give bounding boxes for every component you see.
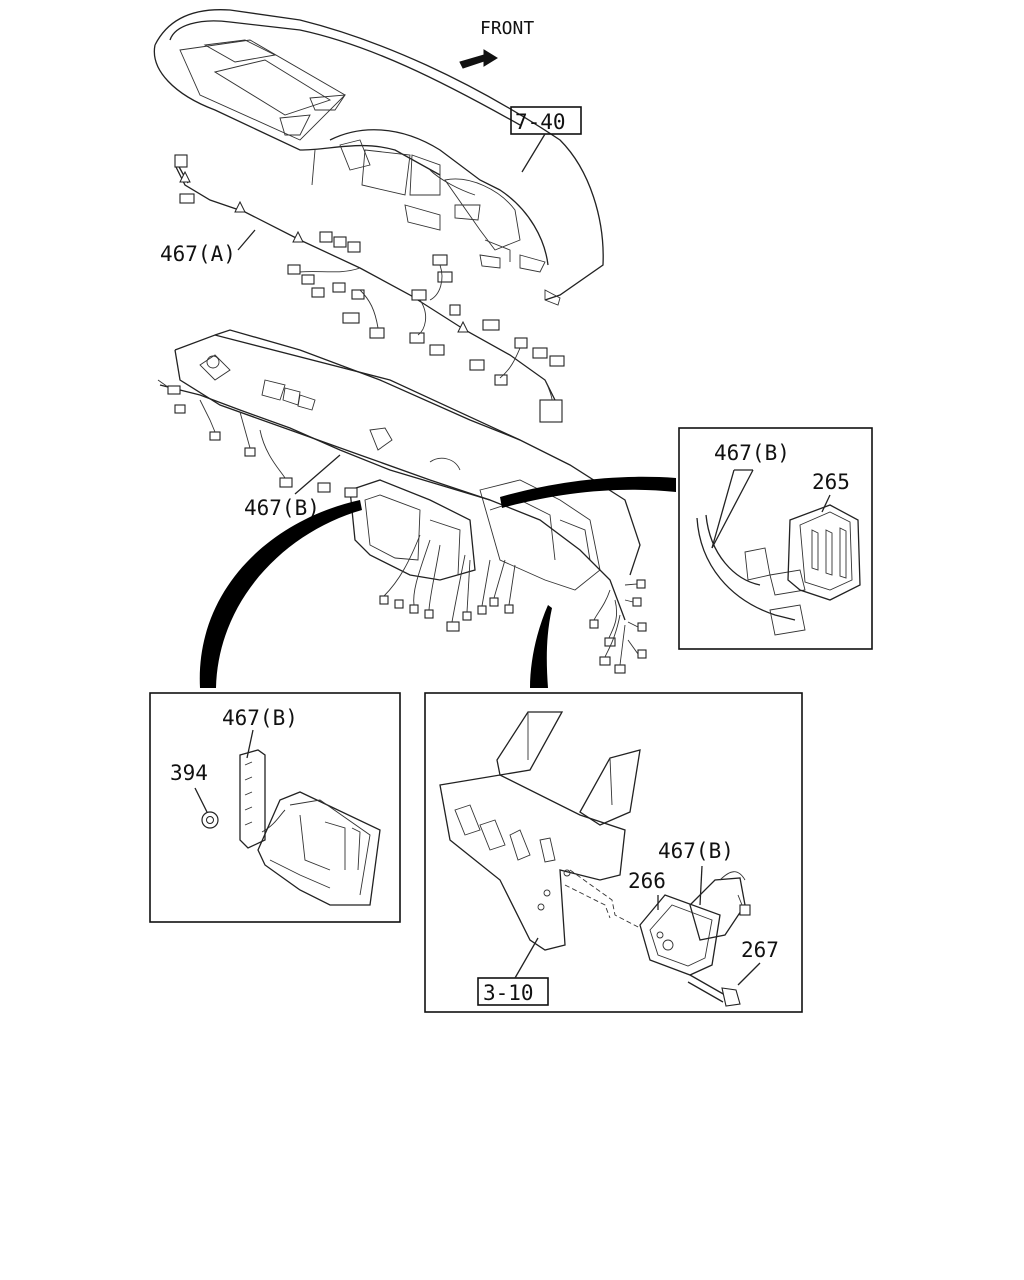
detail-frame-left xyxy=(149,692,401,923)
detail-bottom-harness-label: 467(B) xyxy=(658,839,734,863)
connector xyxy=(209,431,221,441)
ref-box-3-10 xyxy=(477,977,549,1006)
detail-left-harness-label: 467(B) xyxy=(222,706,298,730)
connector xyxy=(632,597,642,607)
detail-bottom-bolt-label: 267 xyxy=(741,938,779,962)
connector xyxy=(244,447,256,457)
connector xyxy=(489,597,499,607)
connector xyxy=(514,337,528,349)
connector xyxy=(432,254,448,266)
connector xyxy=(347,241,361,253)
front-label: FRONT xyxy=(480,18,534,39)
connector xyxy=(301,274,315,285)
bolt-icon xyxy=(687,974,741,1007)
nut-icon xyxy=(201,811,219,829)
connector xyxy=(344,487,358,498)
callout-467a: 467(A) xyxy=(160,229,256,266)
connector xyxy=(351,289,365,300)
connector xyxy=(429,344,445,356)
connector xyxy=(637,622,647,632)
pointer-arc-bottom xyxy=(530,605,552,688)
connector xyxy=(462,611,472,621)
connector xyxy=(379,595,389,605)
connector xyxy=(317,482,331,493)
connector xyxy=(369,327,385,339)
detail-left-nut-label: 394 xyxy=(170,761,208,785)
detail-right-harness-label: 467(B) xyxy=(714,441,790,465)
connector xyxy=(333,236,347,248)
connector xyxy=(504,604,514,614)
connector xyxy=(174,154,188,168)
pointer-arc-left xyxy=(199,500,362,688)
connector xyxy=(409,604,419,614)
detail-right-unit-label: 265 xyxy=(812,470,850,494)
connector xyxy=(174,404,186,414)
detail-pointer-arcs xyxy=(199,476,676,688)
connector xyxy=(636,579,646,589)
connector xyxy=(411,289,427,301)
instrument-panel-drawing xyxy=(153,9,604,306)
connector xyxy=(449,304,461,316)
detail-frame-bottom xyxy=(424,692,803,1013)
front-arrow-icon xyxy=(459,49,498,69)
connector xyxy=(287,264,301,275)
connector xyxy=(332,282,346,293)
connector xyxy=(539,399,563,423)
connector xyxy=(424,609,434,619)
detail-frame-right xyxy=(678,427,873,650)
detail-box-266: 467(B) 266 267 3-10 xyxy=(424,692,803,1013)
connector xyxy=(494,374,508,386)
connector xyxy=(477,605,487,615)
detail-bottom-bracket-label: 266 xyxy=(628,869,666,893)
callout-467b-main: 467(B) xyxy=(244,454,341,520)
connector xyxy=(532,347,548,359)
connector xyxy=(311,287,325,298)
connector xyxy=(739,904,751,916)
ref-label-3-10: 3-10 xyxy=(483,981,534,1005)
connector xyxy=(469,359,485,371)
pointer-arc-right xyxy=(500,476,676,508)
label-467b-main: 467(B) xyxy=(244,496,320,520)
callout-7-40: 7-40 xyxy=(510,106,582,173)
connector xyxy=(637,649,647,659)
ref-label-7-40: 7-40 xyxy=(515,110,566,134)
crossmember-drawing xyxy=(174,329,641,591)
ref-box-7-40 xyxy=(510,106,582,135)
harness-467b-drawing xyxy=(157,379,647,674)
connector xyxy=(279,477,293,488)
connector xyxy=(614,664,626,674)
connector xyxy=(482,319,500,331)
connector xyxy=(589,619,599,629)
connector xyxy=(446,621,460,632)
connector xyxy=(342,312,360,324)
connector xyxy=(409,332,425,344)
front-orientation: FRONT xyxy=(459,18,534,69)
connector xyxy=(437,271,453,283)
label-467a: 467(A) xyxy=(160,242,236,266)
connector xyxy=(179,193,195,204)
connector xyxy=(319,231,333,243)
harness-467a-drawing xyxy=(174,154,565,423)
connector xyxy=(167,385,181,395)
detail-box-265: 467(B) 265 xyxy=(678,427,873,650)
connector xyxy=(599,656,611,666)
connector xyxy=(394,599,404,609)
detail-box-394: 467(B) 394 xyxy=(149,692,401,923)
connector xyxy=(549,355,565,367)
